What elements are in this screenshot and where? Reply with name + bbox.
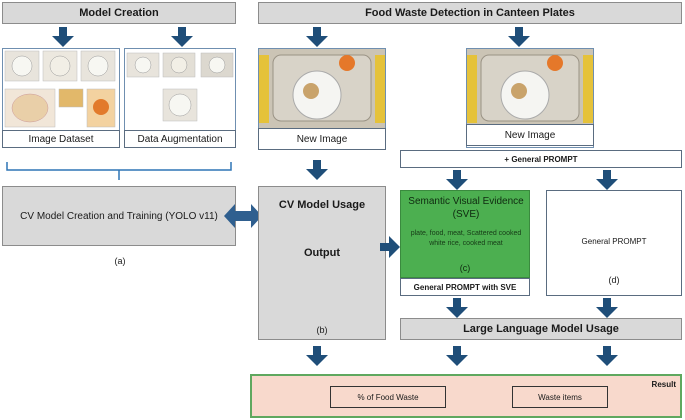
data-augmentation-caption: Data Augmentation xyxy=(124,130,236,148)
general-prompt-box: General PROMPT (d) xyxy=(546,190,682,296)
data-augmentation-thumbnails xyxy=(126,52,234,122)
result-panel: Result % of Food Waste Waste items xyxy=(250,374,682,418)
sve-title: Semantic Visual Evidence (SVE) xyxy=(408,196,524,220)
new-image-caption-2: New Image xyxy=(466,124,594,146)
cv-usage-label: (b) xyxy=(316,325,328,335)
cv-usage-output: Output xyxy=(303,247,341,259)
down-arrow-icon xyxy=(171,27,193,47)
double-arrow-icon xyxy=(224,204,262,228)
canteen-tray-image xyxy=(259,49,385,129)
general-prompt-bar: + General PROMPT xyxy=(400,150,682,168)
result-title: Result xyxy=(651,380,676,389)
cv-model-training-box: CV Model Creation and Training (YOLO v11… xyxy=(2,186,236,246)
food-waste-detection-header: Food Waste Detection in Canteen Plates xyxy=(258,2,682,24)
image-dataset-panel xyxy=(2,48,120,148)
down-arrow-icon xyxy=(596,346,618,366)
general-prompt-label: (d) xyxy=(608,275,620,285)
waste-items-box: Waste items xyxy=(512,386,608,408)
sve-text: plate, food, meat, Scattered cooked whit… xyxy=(410,230,522,247)
model-creation-label: (a) xyxy=(114,256,126,266)
down-arrow-icon xyxy=(306,346,328,366)
down-arrow-icon xyxy=(446,170,468,190)
food-waste-percent-box: % of Food Waste xyxy=(330,386,446,408)
image-dataset-caption: Image Dataset xyxy=(2,130,120,148)
down-arrow-icon xyxy=(446,346,468,366)
down-arrow-icon xyxy=(596,170,618,190)
llm-usage-bar: Large Language Model Usage xyxy=(400,318,682,340)
sve-caption: General PROMPT with SVE xyxy=(400,278,530,296)
down-arrow-icon xyxy=(508,27,530,47)
sve-box: Semantic Visual Evidence (SVE) plate, fo… xyxy=(400,190,530,278)
canteen-tray-image xyxy=(467,49,593,129)
down-arrow-icon xyxy=(596,298,618,318)
cv-model-usage-box: CV Model Usage Output (b) xyxy=(258,186,386,340)
sve-label: (c) xyxy=(459,263,471,273)
right-arrow-icon xyxy=(380,236,400,258)
model-creation-header: Model Creation xyxy=(2,2,236,24)
down-arrow-icon xyxy=(446,298,468,318)
bracket-connector xyxy=(6,162,232,180)
down-arrow-icon xyxy=(306,160,328,180)
new-image-caption-1: New Image xyxy=(258,128,386,150)
cv-usage-title: CV Model Usage xyxy=(278,199,366,211)
down-arrow-icon xyxy=(306,27,328,47)
image-dataset-thumbnails xyxy=(4,50,116,128)
general-prompt-text: General PROMPT xyxy=(581,237,647,246)
down-arrow-icon xyxy=(52,27,74,47)
